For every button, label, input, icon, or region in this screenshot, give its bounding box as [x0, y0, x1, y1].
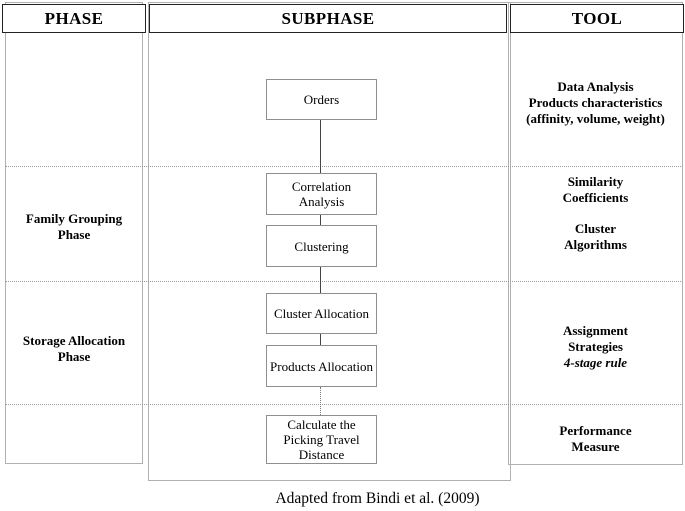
tool-column-frame	[508, 2, 683, 465]
connector-cluster-allocation-products-allocation	[320, 334, 321, 345]
flow-box-cluster-allocation: Cluster Allocation	[266, 293, 377, 334]
flow-box-picking-travel-distance: Calculate the Picking Travel Distance	[266, 415, 377, 464]
row-separator-3	[5, 404, 683, 405]
connector-correlation-clustering	[320, 215, 321, 225]
tool-performance-measure-label: Performance Measure	[559, 423, 632, 454]
figure-caption: Adapted from Bindi et al. (2009)	[275, 490, 480, 507]
flow-box-clustering: Clustering	[266, 225, 377, 267]
subphase-column-frame	[148, 2, 511, 481]
tool-column-header: TOOL	[510, 4, 684, 33]
storage-allocation-phase-label: Storage Allocation Phase	[22, 333, 126, 364]
flow-box-products-allocation: Products Allocation	[266, 345, 377, 387]
family-grouping-phase-label: Family Grouping Phase	[25, 211, 123, 242]
tool-assignment-strategies-label: Assignment Strategies 4-stage rule	[562, 323, 628, 370]
connector-clustering-cluster-allocation	[320, 267, 321, 293]
phase-column-header: PHASE	[2, 4, 146, 33]
flow-box-correlation-analysis: Correlation Analysis	[266, 173, 377, 215]
connector-products-allocation-picking-distance	[320, 387, 321, 415]
tool-cluster-algorithms-label: Cluster Algorithms	[564, 221, 627, 252]
row-separator-2	[5, 281, 683, 282]
row-separator-1	[5, 166, 683, 167]
connector-orders-correlation	[320, 120, 321, 173]
subphase-column-header: SUBPHASE	[149, 4, 507, 33]
tool-similarity-coefficients-label: Similarity Coefficients	[562, 174, 629, 205]
flow-box-orders: Orders	[266, 79, 377, 120]
phase-column-frame	[5, 2, 143, 464]
tool-data-analysis-label: Data Analysis Products characteristics (…	[526, 79, 665, 126]
